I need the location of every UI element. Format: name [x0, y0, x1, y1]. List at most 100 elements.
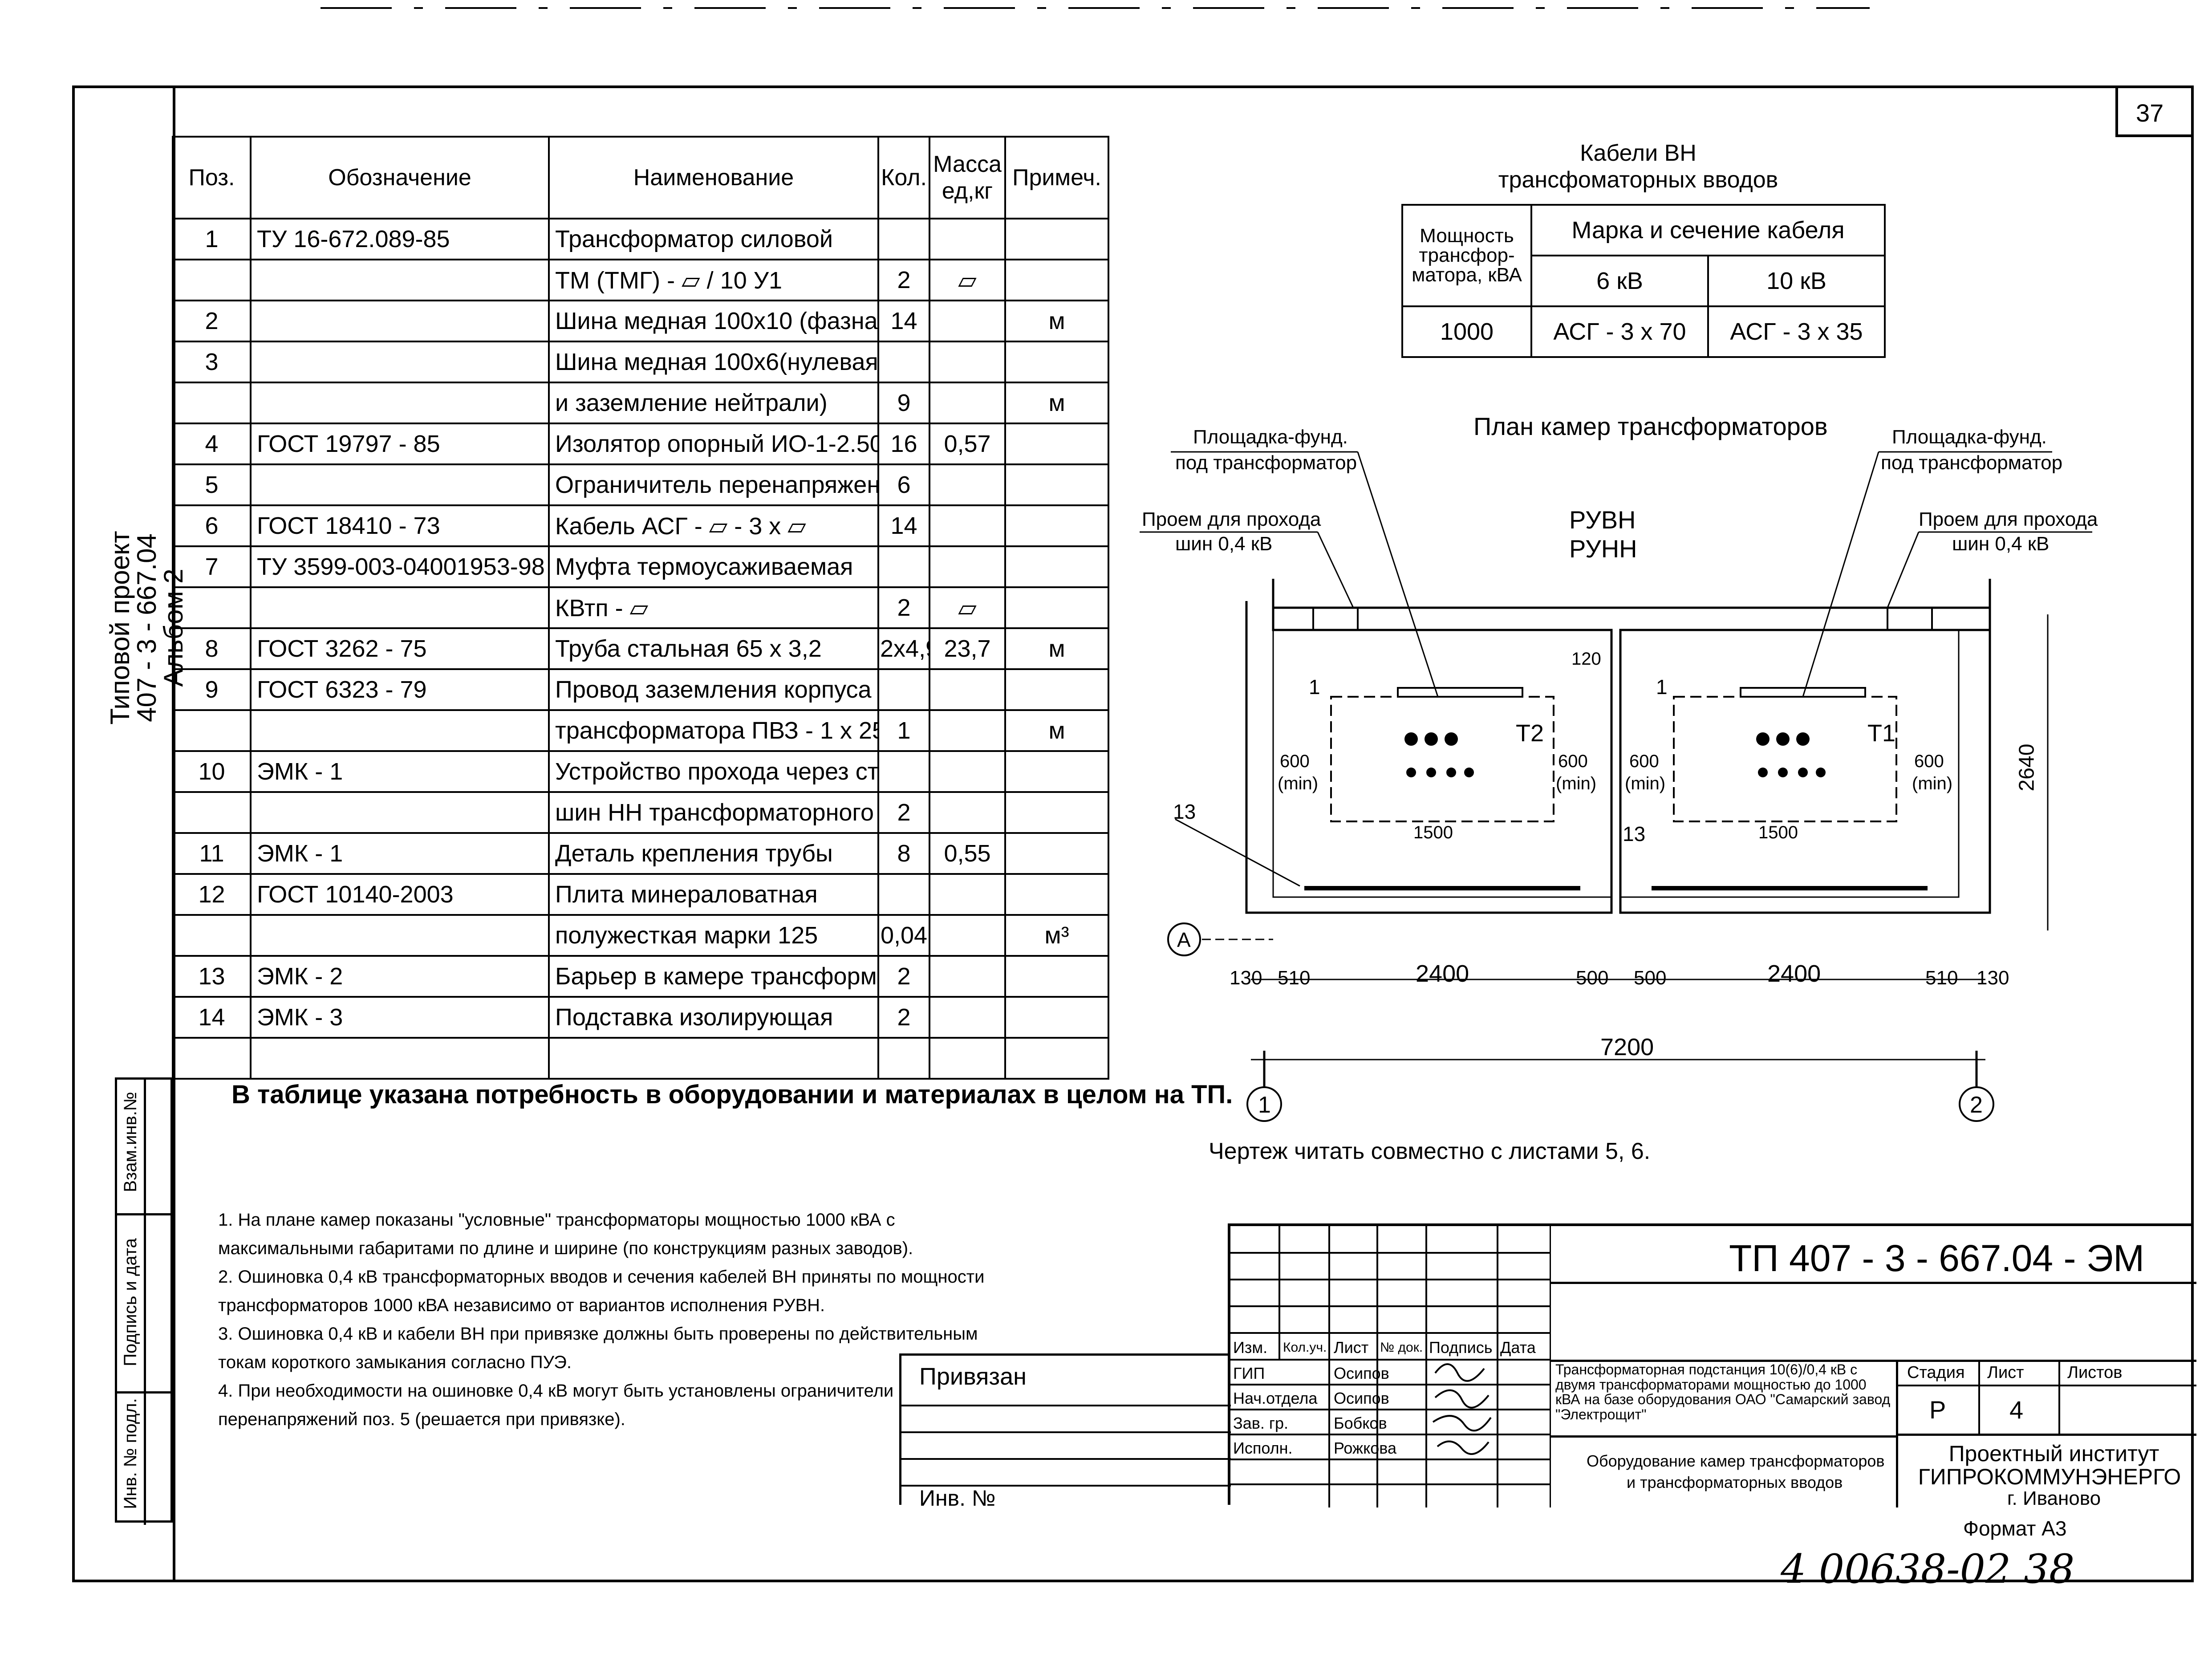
dim-2400-left: 2400	[1416, 960, 1469, 987]
list-label: Лист	[1987, 1363, 2024, 1382]
spec-cell-mass: 0,57	[929, 423, 1006, 465]
org-line3: г. Иваново	[2007, 1487, 2101, 1509]
spec-cell-note	[1004, 750, 1109, 793]
left-pad-label-1: Площадка-фунд.	[1193, 426, 1348, 448]
axis-a-label: А	[1177, 928, 1191, 951]
spec-cell-note	[1004, 996, 1109, 1039]
cables-power: 1000	[1401, 305, 1532, 358]
spec-cell-qty	[877, 545, 930, 588]
spec-cell-qty: 2х4,9	[877, 627, 930, 670]
cables-head-brand: Марка и сечение кабеля	[1530, 204, 1886, 256]
left-opening-label-2: шин 0,4 кВ	[1175, 533, 1273, 555]
spec-cell-designation	[250, 259, 550, 301]
spec-cell-mass	[929, 504, 1006, 547]
t2-phase-markers	[1404, 732, 1474, 777]
spec-cell-mass	[929, 545, 1006, 588]
spec-cell-pos: 5	[172, 463, 252, 506]
spec-cell-name: Муфта термоусаживаемая	[548, 545, 879, 588]
spec-cell-name: Провод заземления корпуса	[548, 668, 879, 711]
lists-label: Листов	[2067, 1363, 2123, 1382]
spec-cell-name: и заземление нейтрали)	[548, 382, 879, 424]
note-line-2: максимальными габаритами по длине и шири…	[218, 1239, 913, 1258]
spec-cell-mass	[929, 300, 1006, 342]
sheet-number-box: 37	[2115, 85, 2194, 137]
org-line2: ГИПРОКОММУНЭНЕРГО	[1918, 1464, 2181, 1489]
spec-cell-pos: 12	[172, 873, 252, 916]
spec-cell-designation	[250, 709, 550, 752]
spec-cell-pos: 3	[172, 341, 252, 383]
left-chamber-wall	[1245, 579, 1613, 914]
spec-cell-note	[1004, 504, 1109, 547]
note-line-8: перенапряжений поз. 5 (решается при прив…	[218, 1410, 625, 1429]
cables-title-line1: Кабели ВН	[1580, 140, 1697, 166]
spec-row: шин НН трансформаторного ввода2	[172, 791, 1109, 834]
cables-title-line2: трансфоматорных вводов	[1498, 167, 1778, 193]
spec-cell-pos	[172, 586, 252, 629]
dim-120: 120	[1571, 649, 1601, 669]
spec-header-designation: Обозначение	[250, 136, 550, 219]
spec-cell-mass: 23,7	[929, 627, 1006, 670]
note-line-1: 1. На плане камер показаны "условные" тр…	[218, 1210, 895, 1230]
spec-cell-name: Подставка изолирующая	[548, 996, 879, 1039]
spec-footnote: В таблице указана потребность в оборудов…	[231, 1080, 1233, 1109]
t2-label: Т2	[1516, 720, 1544, 747]
pos-13-left: 13	[1173, 800, 1196, 823]
spec-cell-designation: ЭМК - 2	[250, 955, 550, 998]
spec-cell-qty	[877, 341, 930, 383]
title-block-grid	[1230, 1226, 1551, 1507]
spec-cell-qty: 0,04	[877, 914, 930, 957]
spec-cell-note	[1004, 873, 1109, 916]
spec-cell-note: м	[1004, 709, 1109, 752]
spec-cell-qty	[877, 873, 930, 916]
tb-name-2: Осипов	[1334, 1389, 1389, 1407]
read-note: Чертеж читать совместно с листами 5, 6.	[1209, 1138, 1651, 1164]
spec-cell-pos	[172, 791, 252, 834]
spec-cell-qty: 9	[877, 382, 930, 424]
spec-cell-note: м	[1004, 382, 1109, 424]
tb-col-izm: Изм.	[1233, 1338, 1268, 1357]
axis-a-circle	[1167, 922, 1201, 956]
dim-1500-right: 1500	[1758, 823, 1798, 842]
spec-cell-pos	[172, 1037, 252, 1080]
t1-label: Т1	[1867, 720, 1896, 747]
spec-cell-designation	[250, 463, 550, 506]
spec-header-name: Наименование	[548, 136, 879, 219]
org-line1: Проектный институт	[1948, 1441, 2159, 1466]
spec-cell-name: Шина медная 100х10 (фазная)	[548, 300, 879, 342]
spec-cell-qty: 14	[877, 504, 930, 547]
left-pad-label-2: под трансформатор	[1175, 452, 1357, 474]
spec-cell-mass: 0,55	[929, 832, 1006, 875]
spec-cell-qty: 2	[877, 955, 930, 998]
dim-2640: 2640	[2015, 744, 2039, 792]
right-pad-label-2: под трансформатор	[1881, 452, 2063, 474]
spec-cell-mass: ▱	[929, 586, 1006, 629]
bound-inv: Инв. №	[919, 1486, 996, 1511]
sheet-title-line2: и трансформаторных вводов	[1627, 1473, 1843, 1491]
list-value: 4	[2009, 1396, 2024, 1424]
note-line-6: токам короткого замыкания согласно ПУЭ.	[218, 1353, 572, 1372]
dim-600-left: 600	[1280, 752, 1310, 771]
spec-cell-mass	[929, 463, 1006, 506]
spec-cell-mass	[929, 914, 1006, 957]
pos-13-right: 13	[1623, 822, 1646, 845]
spec-cell-pos: 8	[172, 627, 252, 670]
spec-header-row: Поз. Обозначение Наименование Кол. Масса…	[172, 136, 1109, 219]
spec-cell-designation	[250, 382, 550, 424]
dim-130-left: 130	[1230, 967, 1262, 989]
spec-cell-note	[1004, 791, 1109, 834]
spec-cell-name: полужесткая марки 125	[548, 914, 879, 957]
spec-header-note: Примеч.	[1004, 136, 1109, 219]
tb-role-1: ГИП	[1233, 1364, 1265, 1382]
spec-row	[172, 1037, 1109, 1080]
spec-cell-name: Изолятор опорный ИО-1-2.50У3	[548, 423, 879, 465]
spec-cell-note	[1004, 545, 1109, 588]
spec-cell-mass	[929, 218, 1006, 260]
